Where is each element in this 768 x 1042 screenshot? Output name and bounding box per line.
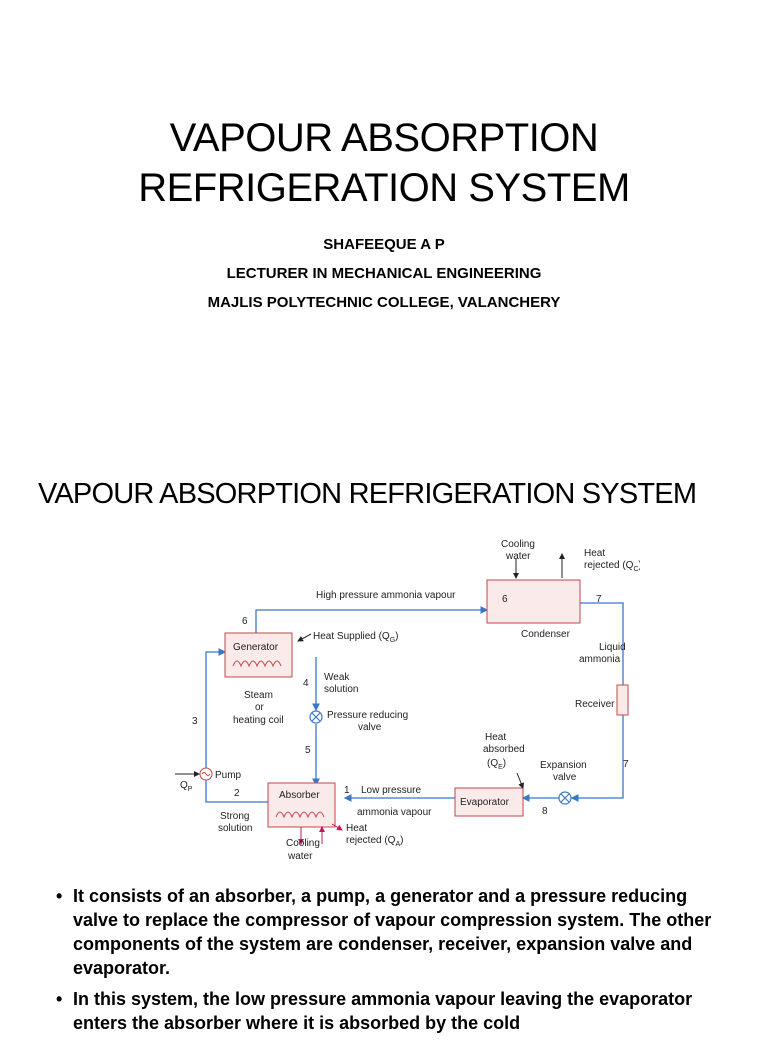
label-node-2: 2 <box>234 788 240 799</box>
label-node-1: 1 <box>344 785 350 796</box>
pressure-reducing-valve-icon <box>309 710 323 724</box>
label-liquid-2: ammonia <box>579 654 621 665</box>
generator-box <box>224 632 293 678</box>
bullet-symbol: • <box>56 886 63 906</box>
label-low-pressure-2: ammonia vapour <box>357 807 432 818</box>
pipe-pump-to-generator <box>205 648 227 768</box>
diagram-svg: Cooling water Heat rejected (QC) High pr… <box>175 539 640 862</box>
label-heat-absorbed-3: (QE) <box>487 758 506 771</box>
bullet-text: It consists of an absorber, a pump, a ge… <box>73 886 712 978</box>
generator-coil-icon <box>232 660 282 668</box>
label-heat-absorbed-2: absorbed <box>483 744 525 755</box>
label-strong-2: solution <box>218 823 252 834</box>
label-weak-1: Weak <box>324 672 350 683</box>
label-node-6-right: 6 <box>502 594 508 605</box>
pipe-generator-to-condenser <box>255 606 489 633</box>
label-prv-1: Pressure reducing <box>327 710 408 721</box>
label-heat-rejected-top-1: Heat <box>584 548 605 559</box>
title-line-1: VAPOUR ABSORPTION <box>169 116 599 160</box>
label-liquid-1: Liquid <box>599 642 626 653</box>
author-name: SHAFEEQUE A P <box>323 236 445 253</box>
expansion-valve-icon <box>558 791 572 805</box>
label-node-7-top: 7 <box>596 594 602 605</box>
pipe-receiver-to-expansion <box>570 715 624 802</box>
label-steam-2: or <box>255 702 265 713</box>
heat-supplied-arrow <box>297 633 312 642</box>
pipe-condenser-to-receiver <box>580 602 624 685</box>
label-node-3: 3 <box>192 716 198 727</box>
label-heat-absorbed-1: Heat <box>485 732 506 743</box>
label-absorber: Absorber <box>279 790 320 801</box>
refrigeration-cycle-diagram: Cooling water Heat rejected (QC) High pr… <box>170 530 640 865</box>
heat-absorbed-arrow <box>516 772 524 789</box>
absorber-box <box>267 782 336 828</box>
label-node-8: 8 <box>542 806 548 817</box>
label-node-7-right: 7 <box>623 759 629 770</box>
condenser-box <box>486 579 581 624</box>
presentation-title: VAPOUR ABSORPTION REFRIGERATION SYSTEM <box>0 113 768 213</box>
label-high-pressure: High pressure ammonia vapour <box>316 590 456 601</box>
label-expansion-2: valve <box>553 772 577 783</box>
label-node-5: 5 <box>305 745 311 756</box>
label-pump: Pump <box>215 770 242 781</box>
absorber-coil-icon <box>275 811 325 819</box>
label-steam-1: Steam <box>244 690 273 701</box>
title-slide: VAPOUR ABSORPTION REFRIGERATION SYSTEM S… <box>0 0 768 440</box>
bullet-item: • In this system, the low pressure ammon… <box>56 987 736 1035</box>
bullet-text: In this system, the low pressure ammonia… <box>73 989 693 1033</box>
slide-2-title: VAPOUR ABSORPTION REFRIGERATION SYSTEM <box>38 478 697 510</box>
label-evaporator: Evaporator <box>460 797 510 808</box>
pipe-lines <box>205 602 624 803</box>
title-line-2: REFRIGERATION SYSTEM <box>138 166 630 210</box>
label-receiver: Receiver <box>575 699 615 710</box>
label-node-4: 4 <box>303 678 309 689</box>
label-weak-2: solution <box>324 684 358 695</box>
label-cooling-bottom-1: Cooling <box>286 838 320 849</box>
label-heat-rejected-bottom-1: Heat <box>346 823 367 834</box>
label-heat-rejected-bottom-2: rejected (QA) <box>346 835 403 848</box>
label-expansion-1: Expansion <box>540 760 587 771</box>
pipe-absorber-to-pump <box>205 780 268 803</box>
label-cooling-water-top-1: Cooling <box>501 539 535 550</box>
label-condenser: Condenser <box>521 629 571 640</box>
bullet-item: • It consists of an absorber, a pump, a … <box>56 884 736 980</box>
heat-rejected-absorber-arrow <box>331 823 343 831</box>
label-strong-1: Strong <box>220 811 249 822</box>
label-cooling-water-top-2: water <box>505 551 531 562</box>
receiver-box <box>616 684 629 716</box>
label-qp: QP <box>180 780 193 793</box>
bullet-symbol: • <box>56 989 63 1009</box>
label-low-pressure-1: Low pressure <box>361 785 421 796</box>
label-node-6-left: 6 <box>242 616 248 627</box>
label-heat-supplied: Heat Supplied (QG) <box>313 631 399 644</box>
label-cooling-bottom-2: water <box>287 851 313 862</box>
evaporator-box <box>454 787 524 817</box>
author-position: LECTURER IN MECHANICAL ENGINEERING <box>226 265 542 282</box>
label-prv-2: valve <box>358 722 382 733</box>
author-institution: MAJLIS POLYTECHNIC COLLEGE, VALANCHERY <box>207 294 561 311</box>
author-block: SHAFEEQUE A P LECTURER IN MECHANICAL ENG… <box>0 230 768 317</box>
pump-icon <box>199 767 213 781</box>
bullet-list: • It consists of an absorber, a pump, a … <box>56 884 736 1042</box>
label-heat-rejected-top-2: rejected (QC) <box>584 560 640 573</box>
label-generator: Generator <box>233 642 279 653</box>
label-steam-3: heating coil <box>233 715 284 726</box>
